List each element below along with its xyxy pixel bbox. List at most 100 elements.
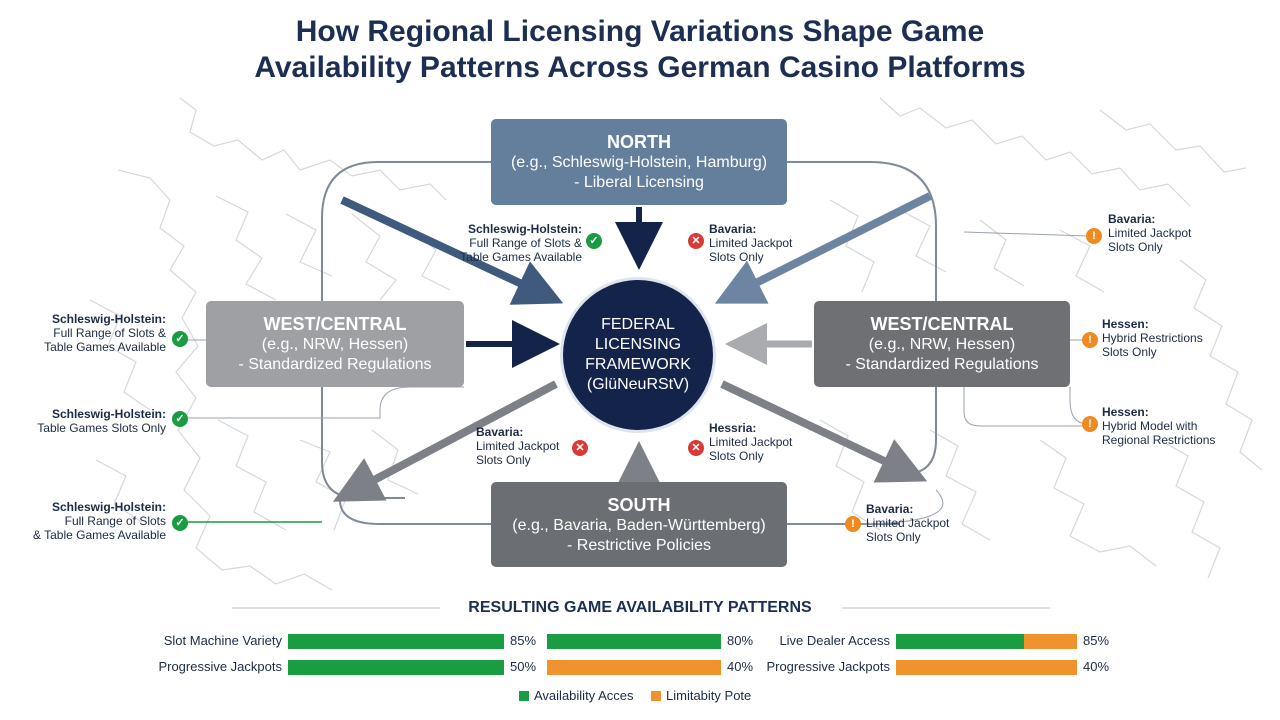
bar-value: 40% — [1083, 659, 1110, 674]
note-right-3-line2: Regional Restrictions — [1102, 433, 1216, 447]
bar-value: 80% — [727, 633, 754, 648]
note-inner-se-line1: Limited Jackpot — [709, 435, 793, 449]
note-right-4: Bavaria: Limited Jackpot Slots Only — [866, 502, 996, 544]
note-right-3: Hessen: Hybrid Model with Regional Restr… — [1102, 405, 1272, 447]
bar-label: Live Dealer Access — [779, 633, 890, 648]
warning-icon: ! — [1082, 332, 1098, 348]
bar-track — [896, 660, 1077, 675]
cross-icon: ✕ — [688, 233, 704, 249]
check-icon: ✓ — [172, 515, 188, 531]
bar-label: Progressive Jackpots — [158, 659, 282, 674]
results-title: RESULTING GAME AVAILABILITY PATTERNS — [468, 599, 812, 616]
region-south-policy: - Restrictive Policies — [566, 536, 712, 554]
cross-icon: ✕ — [572, 440, 588, 456]
bar-track — [896, 634, 1077, 649]
note-inner-se-line2: Slots Only — [709, 449, 764, 463]
arrow-diagonal-nw — [340, 196, 564, 305]
region-north-name: NORTH — [607, 132, 671, 152]
bar-track — [547, 634, 721, 649]
note-inner-nw: Schleswig-Holstein: Full Range of Slots … — [400, 222, 582, 264]
note-left-3-line2: & Table Games Available — [33, 528, 166, 542]
note-right-2-title: Hessen: — [1102, 317, 1149, 331]
note-inner-nw-line2: Table Games Available — [460, 250, 582, 264]
bar-availability — [547, 634, 721, 649]
bar-label: Progressive Jackpots — [766, 659, 890, 674]
region-west-right-examples: (e.g., NRW, Hessen) — [868, 336, 1016, 353]
region-west-right-name: WEST/CENTRAL — [870, 314, 1014, 334]
bar-limitation — [547, 660, 721, 675]
note-left-3: Schleswig-Holstein: Full Range of Slots … — [4, 500, 166, 542]
note-inner-sw-line1: Limited Jackpot — [476, 439, 560, 453]
bar-availability — [288, 634, 504, 649]
note-left-3-line1: Full Range of Slots — [64, 514, 166, 528]
note-left-1-title: Schleswig-Holstein: — [51, 312, 166, 326]
note-right-2-line1: Hybrid Restrictions — [1102, 331, 1203, 345]
warning-icon: ! — [1086, 228, 1102, 244]
note-left-2-title: Schleswig-Holstein: — [51, 407, 166, 421]
cross-icon: ✕ — [688, 440, 704, 456]
note-inner-sw: Bavaria: Limited Jackpot Slots Only — [476, 425, 576, 467]
note-inner-nw-line1: Full Range of Slots & — [469, 236, 582, 250]
bar-label: Slot Machine Variety — [163, 633, 282, 648]
note-right-1-line1: Limited Jackpot — [1108, 226, 1192, 240]
note-right-1: Bavaria: Limited Jackpot Slots Only — [1108, 212, 1268, 254]
note-right-2-line2: Slots Only — [1102, 345, 1157, 359]
note-right-3-title: Hessen: — [1102, 405, 1149, 419]
region-west-left-name: WEST/CENTRAL — [263, 314, 407, 334]
page-title: How Regional Licensing Variations Shape … — [0, 14, 1280, 86]
note-inner-se-title: Hessria: — [709, 421, 757, 435]
warning-icon: ! — [845, 516, 861, 532]
region-west-left-policy: - Standardized Regulations — [238, 356, 432, 373]
check-icon: ✓ — [172, 411, 188, 427]
legend-limitation-label: Limitabity Pote — [666, 688, 752, 703]
note-left-1-line2: Table Games Available — [44, 340, 166, 354]
note-right-4-line1: Limited Jackpot — [866, 516, 950, 530]
bar-track — [288, 634, 504, 649]
legend-availability-label: Availability Acces — [534, 688, 634, 703]
note-right-2: Hessen: Hybrid Restrictions Slots Only — [1102, 317, 1272, 359]
note-inner-ne: Bavaria: Limited Jackpot Slots Only — [709, 222, 829, 264]
hub-line-4: (GlüNeuRStV) — [586, 376, 690, 393]
title-line-1: How Regional Licensing Variations Shape … — [295, 15, 985, 48]
note-left-2-line1: Table Games Slots Only — [37, 421, 166, 435]
region-south-examples: (e.g., Bavaria, Baden-Württemberg) — [512, 516, 766, 534]
arrow-diagonal-ne — [714, 192, 932, 304]
map-outline-right — [819, 97, 1263, 579]
note-inner-sw-title: Bavaria: — [476, 425, 524, 439]
bar-availability — [288, 660, 504, 675]
region-west-central-left: WEST/CENTRAL (e.g., NRW, Hessen) - Stand… — [206, 301, 464, 387]
note-inner-se: Hessria: Limited Jackpot Slots Only — [709, 421, 829, 463]
note-right-3-line1: Hybrid Model with — [1102, 419, 1198, 433]
check-icon: ✓ — [172, 331, 188, 347]
note-inner-ne-line1: Limited Jackpot — [709, 236, 793, 250]
connector-south-left — [339, 499, 491, 525]
arrow-diagonal-sw — [332, 380, 558, 502]
legend-limitation-swatch — [651, 691, 661, 701]
note-left-2: Schleswig-Holstein: Table Games Slots On… — [4, 407, 166, 435]
region-north-policy: - Liberal Licensing — [574, 174, 704, 191]
federal-framework-hub: FEDERAL LICENSING FRAMEWORK (GlüNeuRStV) — [563, 280, 713, 430]
region-north: NORTH (e.g., Schleswig-Holstein, Hamburg… — [491, 119, 787, 205]
legend-limitation: Limitabity Pote — [651, 688, 751, 703]
note-right-4-title: Bavaria: — [866, 502, 914, 516]
bar-track — [547, 660, 721, 675]
note-inner-ne-title: Bavaria: — [709, 222, 757, 236]
legend-availability: Availability Acces — [519, 688, 633, 703]
hub-line-1: FEDERAL — [601, 316, 675, 333]
note-left-1-line1: Full Range of Slots & — [53, 326, 166, 340]
hub-line-2: LICENSING — [594, 336, 682, 353]
bar-value: 85% — [1083, 633, 1110, 648]
note-inner-sw-line2: Slots Only — [476, 453, 531, 467]
region-south-name: SOUTH — [607, 494, 671, 515]
title-line-2: Availability Patterns Across German Casi… — [254, 51, 1026, 84]
arrow-diagonal-se — [720, 380, 928, 483]
region-west-central-right: WEST/CENTRAL (e.g., NRW, Hessen) - Stand… — [814, 301, 1070, 387]
note-right-1-line2: Slots Only — [1108, 240, 1163, 254]
check-icon: ✓ — [586, 233, 602, 249]
legend-availability-swatch — [519, 691, 529, 701]
bar-limitation — [1023, 634, 1077, 649]
hub-line-3: FRAMEWORK — [585, 356, 691, 373]
note-inner-nw-title: Schleswig-Holstein: — [467, 222, 582, 236]
bar-track — [288, 660, 504, 675]
